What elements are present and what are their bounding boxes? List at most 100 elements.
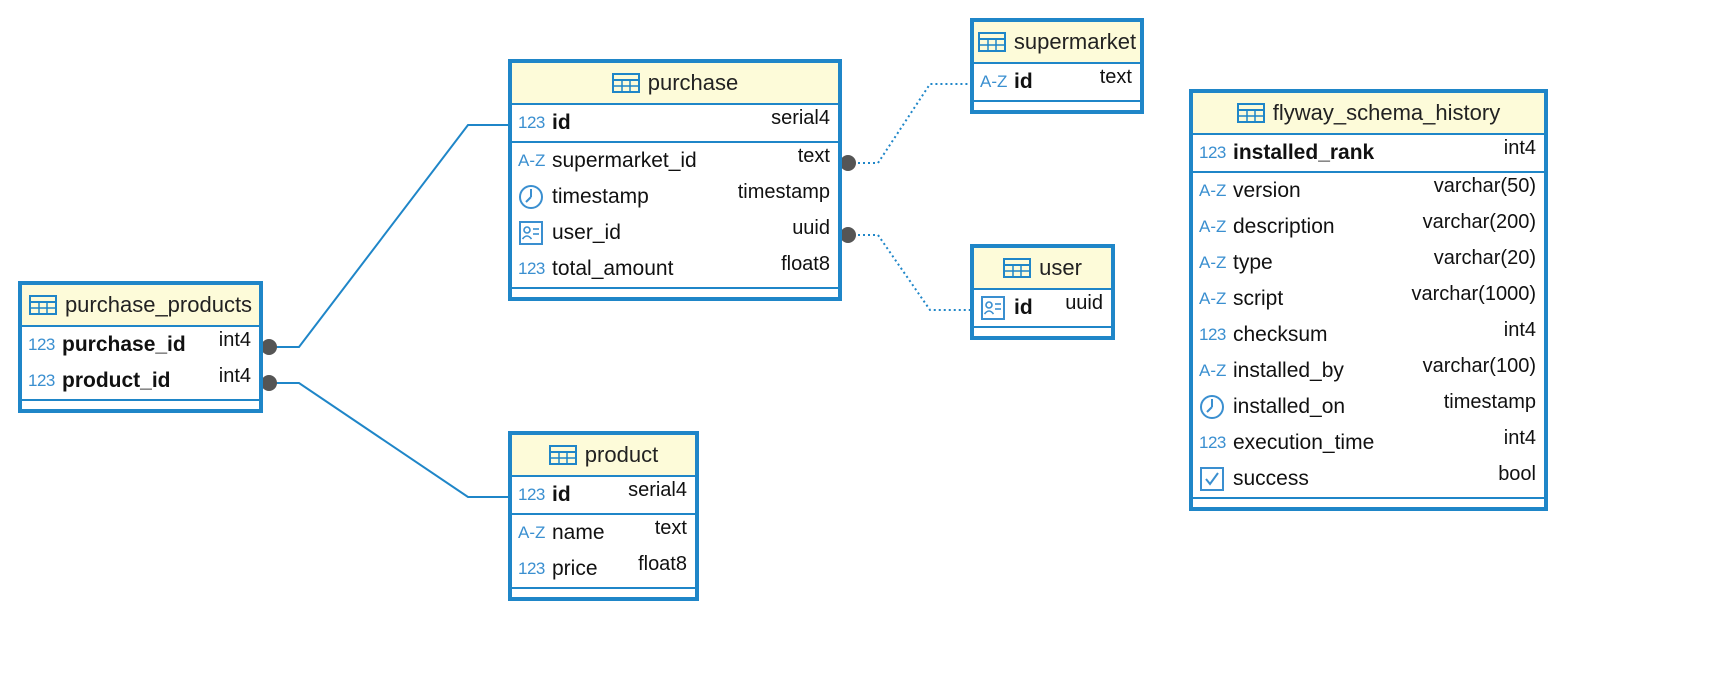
column-name: checksum (1233, 323, 1328, 346)
column-type: int4 (218, 365, 251, 387)
column-type-icon-slot: 123 (512, 485, 552, 505)
relationship-line-1 (848, 234, 970, 311)
column-name: id (1014, 70, 1033, 93)
table-icon (611, 73, 640, 93)
column-name: id (1014, 296, 1033, 319)
column-type-icon-slot: 123 (22, 335, 62, 355)
column-type-icon-slot: 123 (22, 371, 62, 391)
column-name: user_id (552, 221, 621, 244)
entity-footer (512, 587, 695, 597)
entity-title: user (1039, 255, 1082, 280)
entity-header[interactable]: flyway_schema_history (1193, 93, 1544, 135)
text-type-icon: A-Z (518, 523, 546, 542)
relationship-endpoint-1 (840, 227, 856, 243)
text-type-icon: A-Z (1199, 181, 1227, 200)
numeric-type-icon: 123 (518, 559, 545, 578)
column-type: varchar(1000) (1411, 283, 1536, 305)
entity-footer (22, 399, 259, 409)
relationship-line-0 (848, 83, 970, 164)
table-icon (1236, 103, 1265, 123)
column-type-icon-slot (974, 295, 1014, 321)
column-name: product_id (62, 369, 171, 392)
pk-separator (512, 141, 838, 143)
relationship-line-2 (269, 124, 508, 348)
column-type-icon-slot: 123 (512, 259, 552, 279)
column-name: installed_on (1233, 395, 1346, 418)
entity-user[interactable]: user id uuid (970, 244, 1115, 340)
column-name: purchase_id (62, 333, 186, 356)
entity-footer (974, 100, 1140, 110)
entity-title: product (584, 442, 659, 467)
column-type: text (797, 145, 830, 167)
column-name: total_amount (552, 257, 674, 280)
column-type-icon-slot: 123 (512, 559, 552, 579)
column-type-icon-slot: A-Z (512, 523, 552, 543)
numeric-type-icon: 123 (1199, 143, 1226, 162)
column-name: supermarket_id (552, 149, 697, 172)
numeric-type-icon: 123 (518, 259, 545, 278)
table-icon (28, 295, 57, 315)
entity-header[interactable]: supermarket (974, 22, 1140, 64)
pk-separator (512, 513, 695, 515)
column-type: bool (1498, 463, 1536, 485)
entity-header[interactable]: purchase_products (22, 285, 259, 327)
numeric-type-icon: 123 (518, 485, 545, 504)
checkbox-icon (1200, 467, 1224, 491)
column-name: version (1233, 179, 1301, 202)
text-type-icon: A-Z (1199, 253, 1227, 272)
column-name: installed_rank (1233, 141, 1375, 164)
column-name: script (1233, 287, 1284, 310)
column-name: type (1233, 251, 1273, 274)
pk-separator (1193, 171, 1544, 173)
column-type-icon-slot: 123 (512, 113, 552, 133)
entity-title: flyway_schema_history (1272, 100, 1501, 125)
text-type-icon: A-Z (1199, 361, 1227, 380)
entity-header[interactable]: purchase (512, 63, 838, 105)
column-type: uuid (1065, 292, 1103, 314)
entity-footer (974, 326, 1111, 336)
numeric-type-icon: 123 (1199, 433, 1226, 452)
text-type-icon: A-Z (980, 72, 1008, 91)
column-type: int4 (1503, 319, 1536, 341)
entity-header[interactable]: product (512, 435, 695, 477)
relationship-endpoint-2 (261, 339, 277, 355)
column-name: id (552, 483, 571, 506)
text-type-icon: A-Z (1199, 217, 1227, 236)
entity-footer (1193, 497, 1544, 507)
numeric-type-icon: 123 (518, 113, 545, 132)
table-icon (548, 445, 577, 465)
column-row[interactable]: id uuid (974, 290, 1111, 326)
column-name: description (1233, 215, 1335, 238)
numeric-type-icon: 123 (28, 335, 55, 354)
entity-header[interactable]: user (974, 248, 1111, 290)
column-name: name (552, 521, 605, 544)
